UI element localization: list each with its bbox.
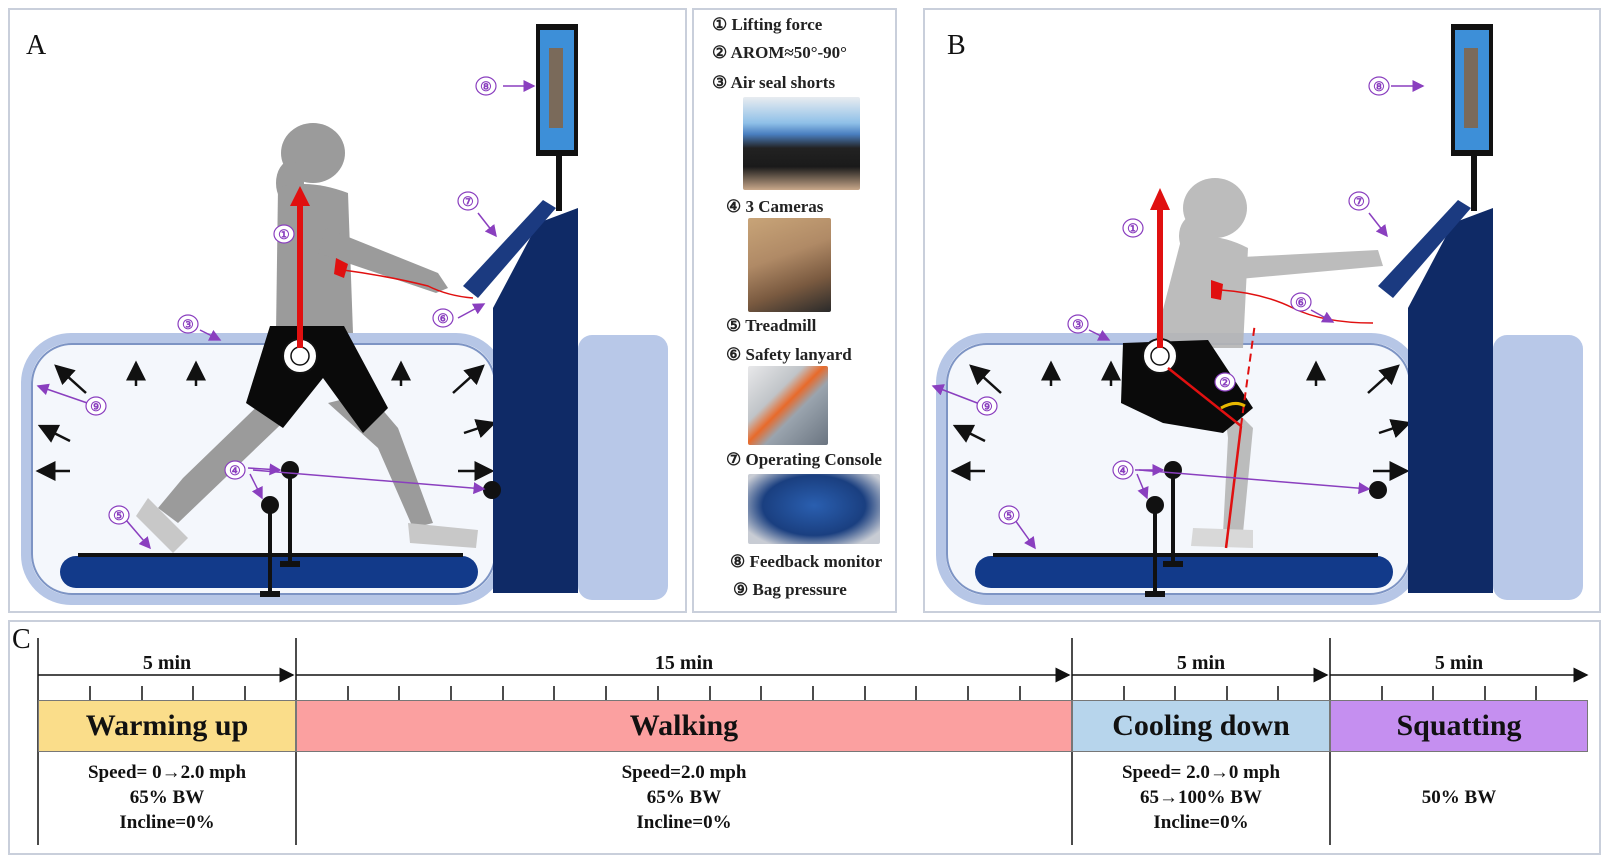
- cameras-photo: [748, 218, 831, 312]
- cameras: [260, 461, 501, 597]
- details-walking: Speed=2.0 mph 65% BW Incline=0%: [621, 762, 747, 833]
- legend-item-safety-lanyard: ⑥ Safety lanyard: [726, 345, 852, 364]
- legend-item-feedback-monitor: ⑧ Feedback monitor: [730, 552, 883, 571]
- callout-2: ②: [1219, 375, 1231, 390]
- callout-4: ④: [229, 463, 241, 478]
- operating-console: [1378, 200, 1471, 298]
- phase-walking: Walking: [296, 700, 1072, 752]
- legend-item-treadmill: ⑤ Treadmill: [726, 316, 817, 335]
- callout-7: ⑦: [1353, 194, 1365, 209]
- phase-squatting: Squatting: [1330, 700, 1588, 752]
- cameras: [1145, 461, 1387, 597]
- callout-6: ⑥: [1295, 295, 1307, 310]
- console-tower: [1408, 208, 1493, 593]
- callout-9: ⑨: [90, 399, 102, 414]
- callout-3: ③: [1072, 317, 1084, 332]
- console-tower: [493, 208, 578, 593]
- legend-item-lifting-force: ① Lifting force: [712, 15, 823, 34]
- callout-6: ⑥: [437, 311, 449, 326]
- callout-8: ⑧: [1373, 79, 1385, 94]
- legend-item-arom: ② AROM≈50°-90°: [712, 43, 847, 62]
- phase-warming-up: Warming up: [38, 700, 296, 752]
- callout-5: ⑤: [113, 508, 125, 523]
- callout-8: ⑧: [480, 79, 492, 94]
- details-warming-up: Speed= 0→2.0 mph 65% BW Incline=0%: [87, 762, 247, 833]
- duration-cooling-down: 5 min: [1176, 652, 1226, 674]
- callout-5: ⑤: [1003, 508, 1015, 523]
- side-bag: [578, 335, 668, 600]
- callout-3: ③: [182, 317, 194, 332]
- squatter-figure: [1153, 178, 1383, 548]
- duration-squatting: 5 min: [1434, 652, 1484, 674]
- operating-console: [463, 200, 556, 298]
- treadmill-belt: [975, 556, 1393, 588]
- safety-lanyard: [342, 269, 474, 299]
- legend-item-operating-console: ⑦ Operating Console: [726, 450, 882, 469]
- duration-warming-up: 5 min: [142, 652, 192, 674]
- air-seal-shorts-photo: [743, 97, 860, 190]
- callout-1: ①: [278, 227, 290, 242]
- callout-4: ④: [1117, 463, 1129, 478]
- callout-9: ⑨: [981, 399, 993, 414]
- callout-1: ①: [1127, 221, 1139, 236]
- side-bag: [1493, 335, 1583, 600]
- callout-7: ⑦: [462, 194, 474, 209]
- panel-c-label: C: [12, 624, 31, 655]
- timeline-axis: [37, 638, 1589, 845]
- panel-a-label: A: [26, 30, 47, 61]
- phase-cooling-down: Cooling down: [1072, 700, 1330, 752]
- walker-figure: [136, 123, 478, 553]
- legend-item-3-cameras: ④ 3 Cameras: [726, 197, 824, 216]
- panel-b-label: B: [947, 30, 966, 61]
- legend-item-bag-pressure: ⑨ Bag pressure: [733, 580, 847, 599]
- details-cooling-down: Speed= 2.0→0 mph 65→100% BW Incline=0%: [1121, 762, 1281, 833]
- panel-b-diagram: ⑧ ⑦ ⑥ ③ ⑨ ④ ⑤ ① ②: [931, 24, 1583, 605]
- air-seal-shorts: [246, 326, 388, 433]
- panel-a-diagram: ⑧ ⑦ ⑥ ③ ⑨ ④ ⑤ ①: [21, 24, 668, 605]
- operating-console-photo: [748, 474, 880, 544]
- duration-walking: 15 min: [654, 652, 714, 674]
- legend-item-air-seal-shorts: ③ Air seal shorts: [712, 73, 836, 92]
- safety-lanyard-photo: [748, 366, 828, 445]
- details-squatting: 50% BW: [1421, 787, 1497, 808]
